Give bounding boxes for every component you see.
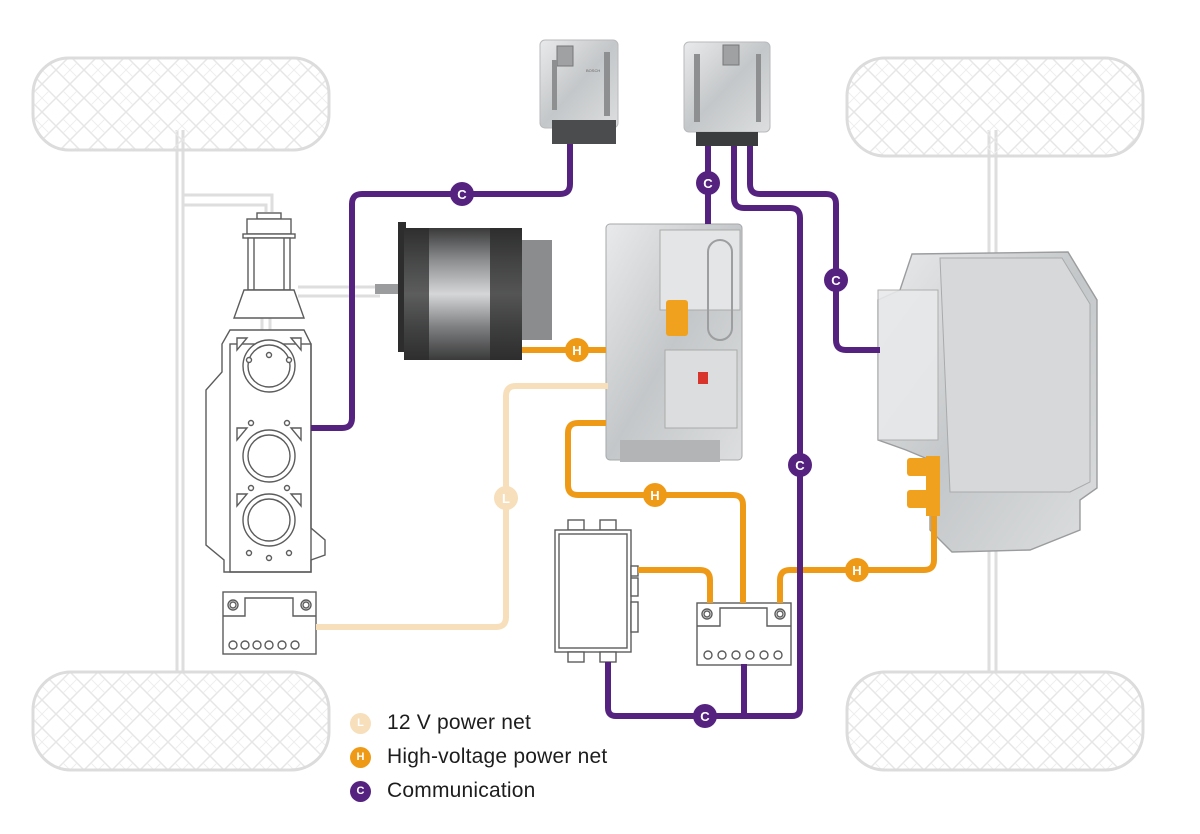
svg-text:L: L	[502, 491, 510, 506]
badge-low-voltage: L	[494, 486, 518, 510]
combustion-engine	[205, 212, 326, 573]
badge-communication-bottom: C	[693, 704, 717, 728]
power-electronics	[605, 223, 743, 462]
battery-12v	[222, 591, 317, 655]
electric-motor	[375, 222, 552, 360]
badge-communication-battery: C	[788, 453, 812, 477]
badge-communication-ecu: C	[450, 182, 474, 206]
hv-battery-module	[554, 519, 639, 663]
legend-label: 12 V power net	[387, 711, 532, 734]
engine-cylinders	[236, 337, 302, 562]
svg-text:C: C	[703, 176, 713, 191]
battery-management	[696, 602, 792, 666]
legend-label: High-voltage power net	[387, 745, 608, 768]
svg-text:C: C	[700, 709, 710, 724]
wheel-front-left	[31, 56, 331, 152]
connection-badges: C C C C C H H H L	[450, 171, 869, 728]
vehicle-control-unit	[683, 41, 771, 146]
wheel-rear-right	[845, 670, 1145, 772]
legend-item-low-voltage: L 12 V power net	[350, 706, 607, 740]
wheel-rear-left	[31, 670, 331, 772]
legend-label: Communication	[387, 779, 536, 802]
svg-text:C: C	[831, 273, 841, 288]
badge-high-voltage-inverter: H	[643, 483, 667, 507]
battery-cells-left	[228, 640, 300, 650]
svg-text:H: H	[650, 488, 659, 503]
legend-item-communication: C Communication	[350, 774, 607, 808]
electric-axle-drive	[877, 251, 1098, 553]
svg-text:BOSCH: BOSCH	[586, 68, 600, 73]
badge-communication-vcu: C	[696, 171, 720, 195]
svg-text:C: C	[457, 187, 467, 202]
communication-badge-icon: C	[350, 780, 371, 802]
badge-high-voltage-axle: H	[845, 558, 869, 582]
legend: L 12 V power net H High-voltage power ne…	[350, 706, 607, 808]
legend-item-high-voltage: H High-voltage power net	[350, 740, 607, 774]
svg-text:C: C	[795, 458, 805, 473]
svg-text:H: H	[852, 563, 861, 578]
svg-text:H: H	[572, 343, 581, 358]
wheel-front-right	[845, 56, 1145, 158]
badge-high-voltage-motor: H	[565, 338, 589, 362]
low-voltage-badge-icon: L	[350, 712, 371, 734]
badge-communication-axle: C	[824, 268, 848, 292]
high-voltage-badge-icon: H	[350, 746, 371, 768]
engine-control-unit: BOSCH	[539, 39, 619, 144]
